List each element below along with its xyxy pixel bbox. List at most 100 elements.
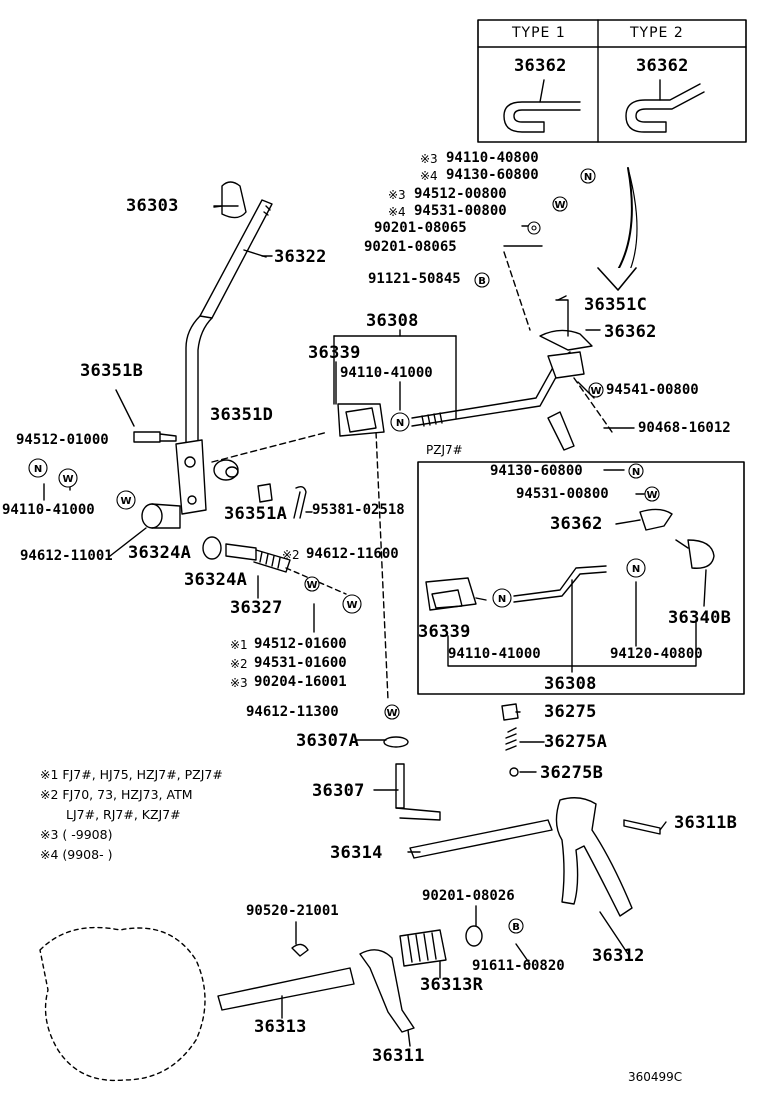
n-symbol: N [498, 594, 506, 605]
part-36314: 36314 [330, 843, 383, 863]
part-90204-16001: 90204-16001 [254, 674, 347, 690]
part-36312: 36312 [592, 946, 645, 966]
type2-clip-icon [625, 79, 705, 133]
transfer-case-outline [39, 926, 206, 1082]
part-94531-00800: 94531-00800 [516, 486, 609, 502]
mark-4: ※4 [388, 205, 406, 219]
mark-4: ※4 [420, 169, 438, 183]
part-91611-60820: 91611-60820 [472, 958, 565, 974]
w-symbol: W [62, 474, 73, 485]
b-symbol: B [512, 922, 520, 933]
mark-2: ※2 [282, 548, 300, 562]
part-95381-02518: 95381-02518 [312, 502, 405, 518]
drawing-code: 360499C [628, 1070, 683, 1084]
part-94110-40800: 94110-40800 [446, 150, 539, 166]
part-94130-60800: 94130-60800 [490, 463, 583, 479]
b-symbol: B [478, 276, 486, 287]
note-1: ※1 FJ7#, HJ75, HZJ7#, PZJ7# [40, 767, 223, 782]
part-36311: 36311 [372, 1046, 425, 1066]
shift-lever-36322 [175, 199, 273, 515]
part-36351B: 36351B [80, 361, 144, 381]
note-3: ※3 ( -9908) [40, 827, 113, 842]
part-36351D: 36351D [210, 405, 274, 425]
part-36322: 36322 [274, 247, 327, 267]
bolt-36351B [115, 389, 177, 443]
part-90520-21001: 90520-21001 [246, 903, 339, 919]
part-90201-08026: 90201-08026 [422, 888, 515, 904]
part-90201-08065: 90201-08065 [374, 220, 467, 236]
part-94512-00800: 94512-00800 [414, 186, 507, 202]
part-36362: 36362 [604, 322, 657, 342]
part-36275: 36275 [544, 702, 597, 722]
note-2: ※2 FJ70, 73, HZJ73, ATM [40, 787, 193, 802]
pzj7-variant-frame [417, 461, 745, 695]
part-94110-41000: 94110-41000 [448, 646, 541, 662]
part-94120-40800: 94120-40800 [610, 646, 703, 662]
type1-header: TYPE 1 [512, 25, 566, 41]
w-symbol: W [554, 200, 565, 211]
spring-pin-36311B [623, 819, 661, 835]
pzj7-linkage [425, 508, 715, 611]
type-table-frame [477, 19, 747, 143]
w-symbol: W [306, 580, 317, 591]
part-36339: 36339 [418, 622, 471, 642]
part-90201-08065: 90201-08065 [364, 239, 457, 255]
part-36308: 36308 [544, 674, 597, 694]
part-36327: 36327 [230, 598, 283, 618]
mark-1: ※1 [230, 638, 248, 652]
n-symbol: N [632, 564, 640, 575]
part-94612-11001: 94612-11001 [20, 548, 113, 564]
part-36324A: 36324A [128, 543, 192, 563]
mark-2: ※2 [230, 657, 248, 671]
part-94512-01600: 94512-01600 [254, 636, 347, 652]
type2-header: TYPE 2 [630, 25, 684, 41]
bushing-36351D [211, 431, 329, 481]
shift-fork-36311 [359, 929, 447, 1033]
w-symbol: W [120, 496, 131, 507]
w-symbol: W [386, 708, 397, 719]
shift-fork-36312 [555, 797, 633, 917]
n-symbol: N [584, 172, 592, 183]
part-36307A: 36307A [296, 731, 360, 751]
w-symbol: W [346, 600, 357, 611]
mark-3: ※3 [230, 676, 248, 690]
n-symbol: N [632, 467, 640, 478]
part-36303: 36303 [126, 196, 179, 216]
pin-36327 [225, 543, 347, 595]
bushing-36324A [141, 503, 222, 560]
part-94110-41000: 94110-41000 [340, 365, 433, 381]
shift-shaft-36313 [217, 967, 355, 1011]
w-symbol: W [646, 490, 657, 501]
part-94612-11300: 94612-11300 [246, 704, 339, 720]
note-4: ※4 (9908- ) [40, 847, 113, 862]
pzj7-title: PZJ7# [426, 443, 463, 457]
part-94110-41000: 94110-41000 [2, 502, 95, 518]
part-94612-11600: 94612-11600 [306, 546, 399, 562]
part-94541-00800: 94541-00800 [606, 382, 699, 398]
link-rod-36308 [337, 295, 593, 437]
type-callout-arrow [614, 167, 633, 276]
part-94531-00800: 94531-00800 [414, 203, 507, 219]
part-36362: 36362 [550, 514, 603, 534]
part-36324A: 36324A [184, 570, 248, 590]
shift-knob-36303 [221, 181, 247, 219]
mark-3: ※3 [388, 188, 406, 202]
part-36339: 36339 [308, 343, 361, 363]
mark-3: ※3 [420, 152, 438, 166]
part-94512-01000: 94512-01000 [16, 432, 109, 448]
part-90468-16012: 90468-16012 [638, 420, 731, 436]
part-36307: 36307 [312, 781, 365, 801]
part-36313: 36313 [254, 1017, 307, 1037]
plug-spring-ball-36275 [501, 703, 519, 777]
part-36275A: 36275A [544, 732, 608, 752]
shift-shaft-36307 [383, 736, 441, 821]
n-symbol: N [34, 464, 42, 475]
n-symbol: N [396, 418, 404, 429]
part-94130-60800: 94130-60800 [446, 167, 539, 183]
part-36340B: 36340B [668, 608, 732, 628]
note-2-continued: LJ7#, RJ7#, KZJ7# [66, 807, 181, 822]
part-91121-50845: 91121-50845 [368, 271, 461, 287]
part-36351C: 36351C [584, 295, 648, 315]
